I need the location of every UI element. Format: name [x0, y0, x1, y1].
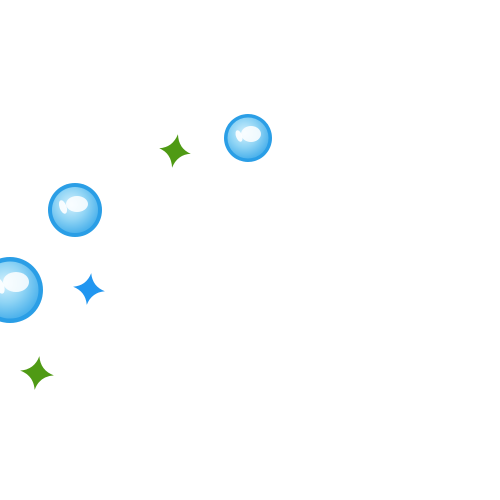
bubble-middle	[48, 183, 102, 237]
bubble-top-right	[224, 114, 272, 162]
sparkle-blue-middle	[73, 273, 105, 305]
sparkle-green-bottom	[20, 356, 54, 390]
bubble-left-edge	[0, 257, 43, 323]
sparkle-green-top	[159, 134, 191, 168]
